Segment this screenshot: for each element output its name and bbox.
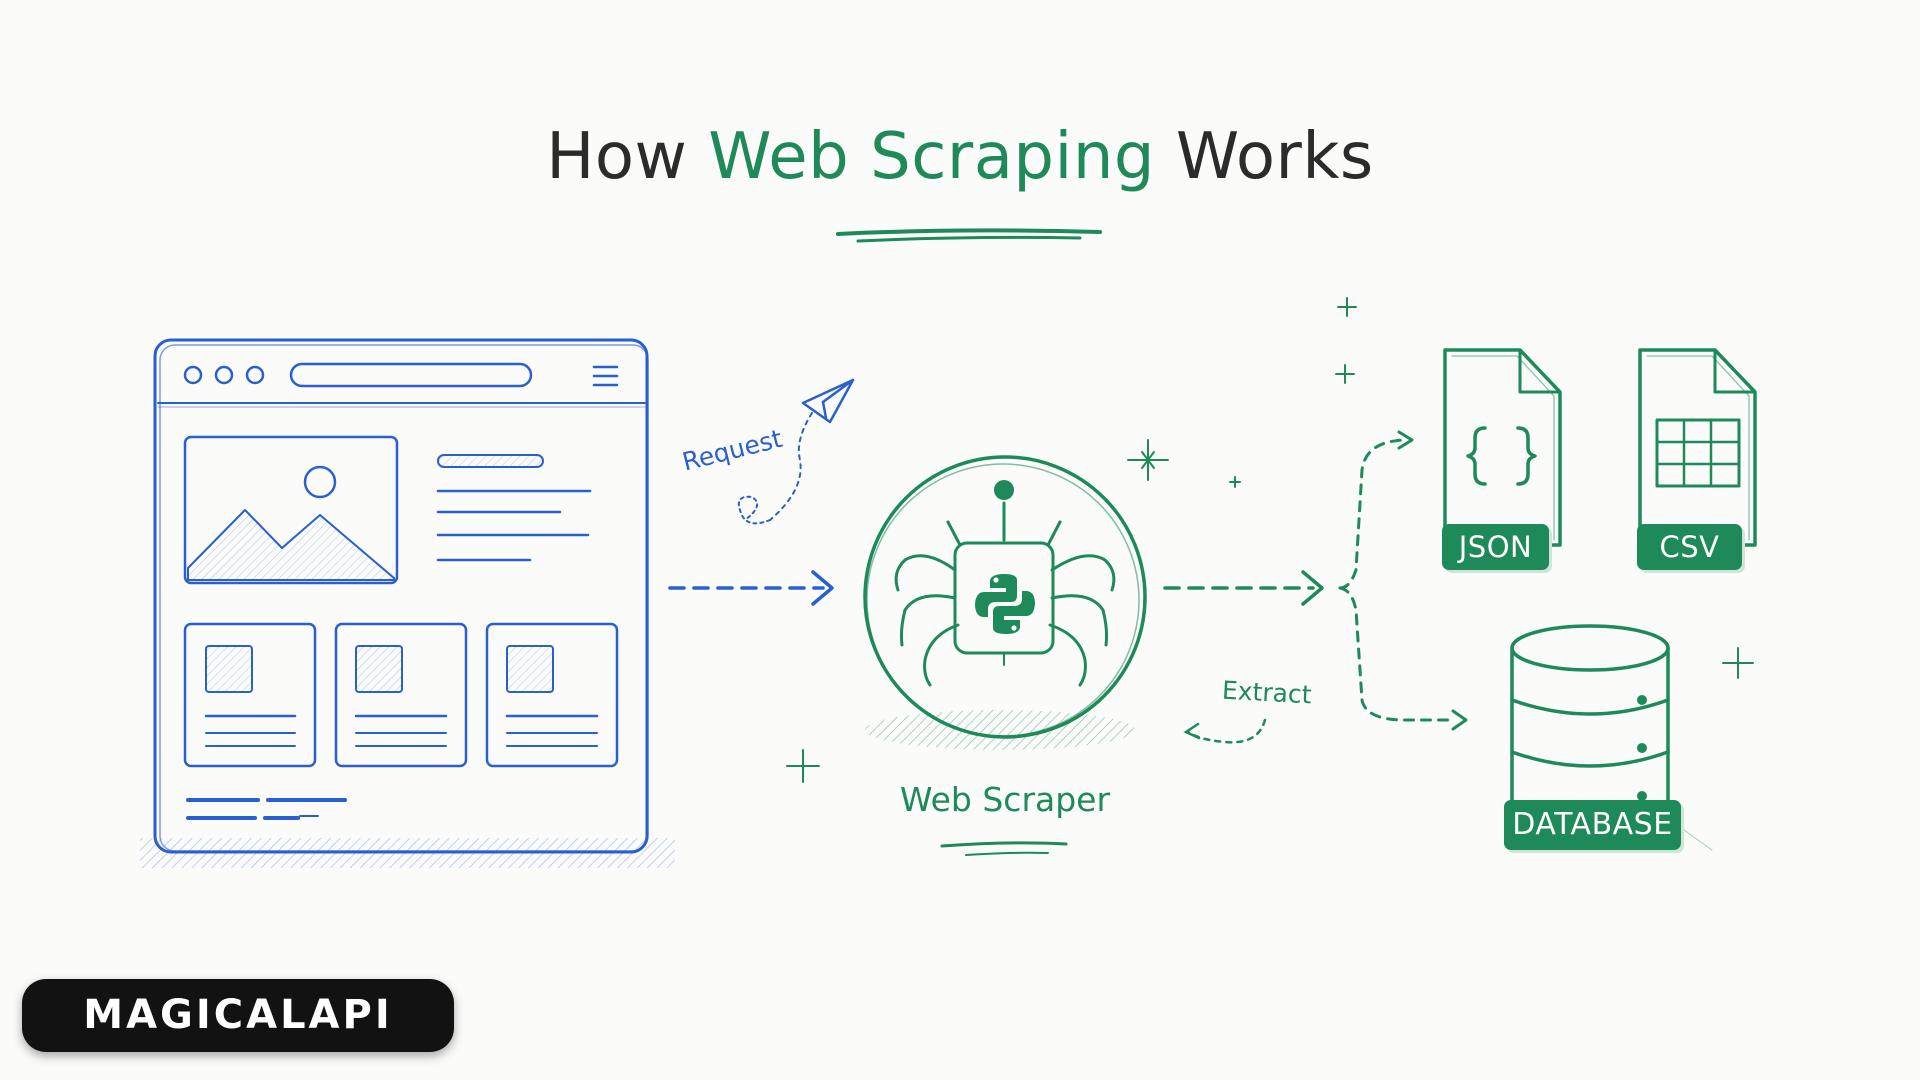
brand-logo: MAGICALAPI <box>22 979 454 1052</box>
browser-card-3 <box>485 622 619 768</box>
title-prefix: How <box>546 120 688 194</box>
csv-file-icon <box>1638 348 1757 547</box>
title-suffix: Works <box>1175 120 1374 194</box>
title-underline <box>836 228 1102 243</box>
spider-bot-icon <box>863 455 1147 750</box>
paper-plane-icon <box>737 378 855 525</box>
web-scraper-label: Web Scraper <box>899 780 1111 819</box>
output-arrow <box>1163 570 1324 606</box>
browser-window-icon <box>140 338 675 868</box>
branch-arrows <box>1338 430 1468 731</box>
python-logo-icon <box>975 574 1035 634</box>
brand-logo-text: MAGICALAPI <box>83 992 393 1038</box>
scraper-underline <box>940 841 1068 856</box>
sparkle-icon <box>786 297 1754 783</box>
json-file-icon <box>1443 348 1562 547</box>
json-badge: JSON <box>1442 524 1549 570</box>
request-arrow <box>668 570 834 606</box>
database-badge: DATABASE <box>1504 800 1681 850</box>
extract-arrow <box>1183 718 1267 744</box>
browser-card-1 <box>183 622 317 768</box>
page-title: How Web Scraping Works <box>0 120 1920 194</box>
browser-card-2 <box>334 622 468 768</box>
extract-label: Extract <box>1221 675 1313 710</box>
title-accent: Web Scraping <box>708 120 1156 194</box>
csv-badge: CSV <box>1637 524 1742 570</box>
